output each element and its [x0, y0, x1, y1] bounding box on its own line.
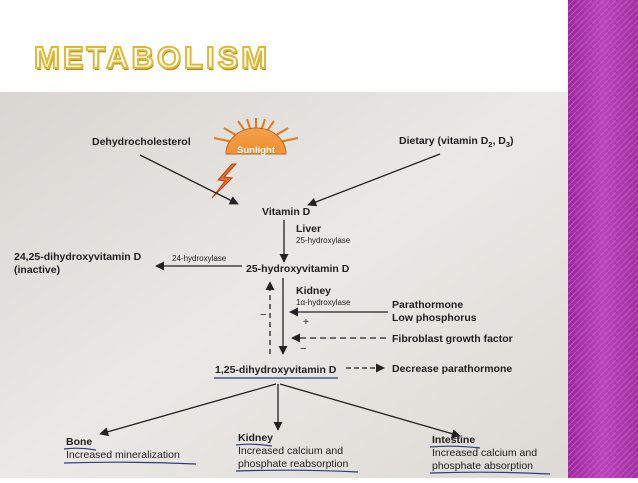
arrow-dietary-to-vitd [307, 153, 441, 207]
diagram-photo: Sunlight Dehydrocholesterol Dietary (vit… [0, 92, 568, 478]
underline-bone [63, 447, 97, 451]
lightning-icon [211, 163, 238, 199]
arrow-to-bone [99, 383, 277, 437]
target-organ-kidney: Kidney [238, 432, 273, 444]
active-form-label: 1,25-dihydroxyvitamin D [215, 364, 337, 376]
side-product-line1: 24,25-dihydroxyvitamin D [14, 251, 142, 263]
side-enzyme: 24-hydroxylase [172, 254, 227, 263]
underline-intestine-effect [429, 471, 551, 475]
target-effect-intestine-1: Increased calcium and [432, 447, 537, 459]
low-phosphorus-label: Low phosphorus [392, 312, 477, 324]
kidney-step-enzyme: 1α-hydroxylase [296, 298, 351, 307]
hydroxy-25-label: 25-hydroxyvitamin D [246, 263, 350, 275]
sunlight-icon: Sunlight [213, 118, 299, 156]
paper-background [0, 92, 568, 478]
target-effect-kidney-2: phosphate reabsorption [238, 458, 348, 470]
fgf-minus-sign: − [300, 343, 306, 355]
accent-side-band [568, 0, 638, 478]
liver-label: Liver [296, 223, 321, 235]
arrow-to-intestine [279, 383, 461, 439]
arrow-dehydro-to-vitd [139, 154, 239, 205]
parathormone-label: Parathormone [392, 299, 463, 311]
side-band-pattern [568, 0, 638, 478]
dietary-label: Dietary (vitamin D2, D3) [399, 135, 514, 149]
underline-intestine [429, 445, 481, 449]
sunlight-label: Sunlight [237, 145, 276, 156]
target-organ-intestine: Intestine [432, 434, 475, 446]
dehydrocholesterol-label: Dehydrocholesterol [92, 136, 191, 148]
liver-enzyme: 25-hydroxylase [296, 236, 351, 245]
feedback-label: Decrease parathormone [392, 363, 512, 375]
plus-sign: + [303, 317, 309, 328]
target-effect-intestine-2: phosphate absorption [432, 460, 533, 472]
side-product-line2: (inactive) [14, 264, 60, 276]
fgf-label: Fibroblast growth factor [392, 333, 513, 345]
metabolism-diagram: Sunlight Dehydrocholesterol Dietary (vit… [0, 92, 568, 478]
kidney-step-label: Kidney [296, 285, 331, 297]
feedback-minus-sign: − [260, 309, 266, 321]
target-effect-bone-1: Increased mineralization [66, 449, 180, 461]
underline-kidney [235, 443, 273, 447]
underline-bone-effect [63, 461, 197, 465]
vitamin-d-label: Vitamin D [262, 206, 311, 218]
underline-kidney-effect [235, 469, 359, 473]
target-effect-kidney-1: Increased calcium and [238, 445, 343, 457]
target-organ-bone: Bone [66, 436, 92, 448]
slide-title: METABOLISM [33, 39, 271, 76]
